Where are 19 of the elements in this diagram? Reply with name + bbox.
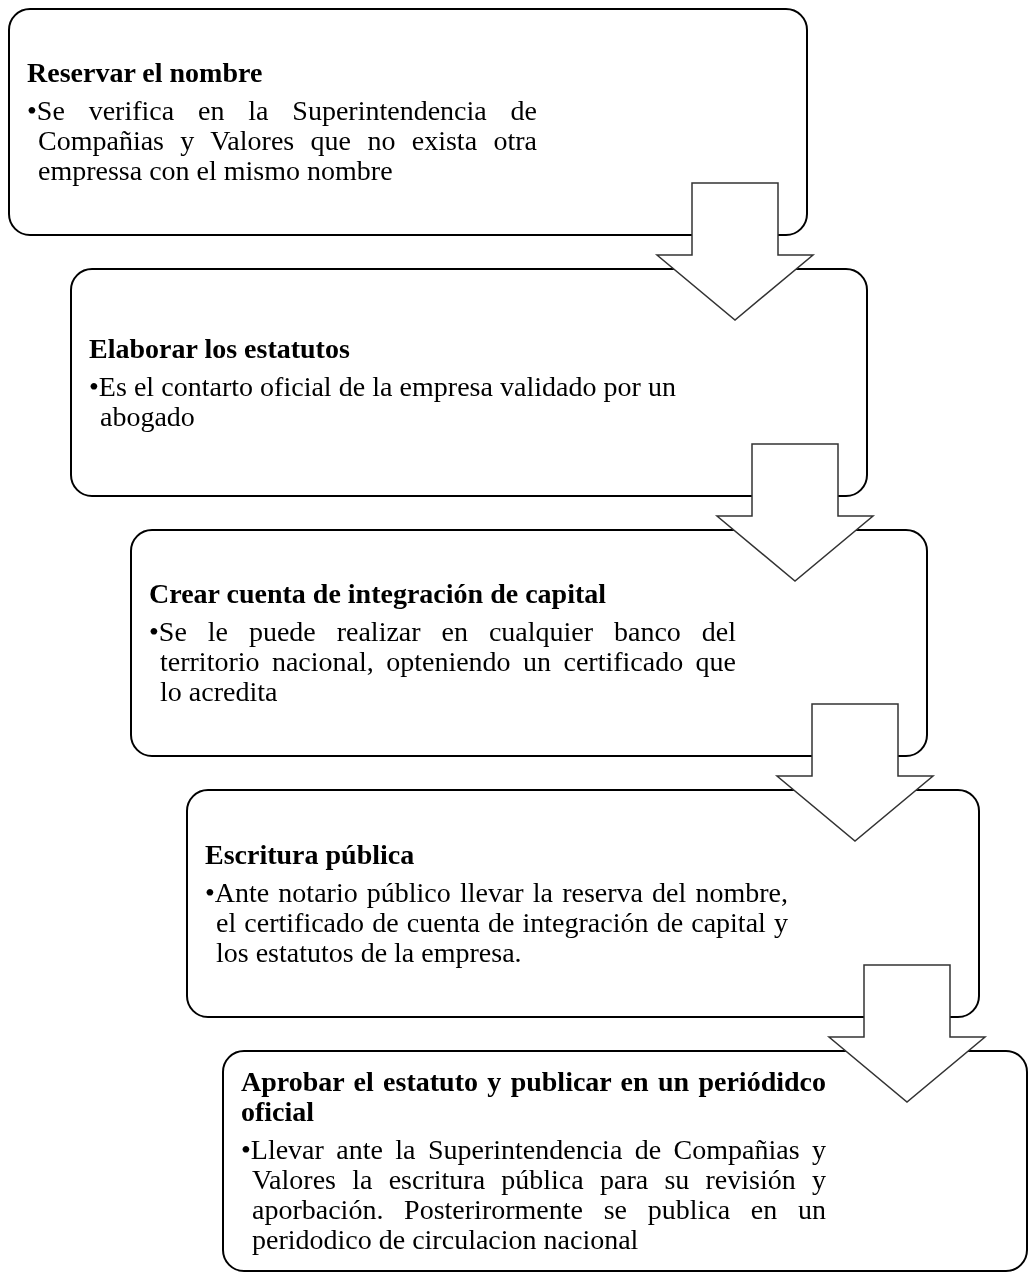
- block-arrow: [654, 182, 816, 321]
- block-arrow: [826, 964, 988, 1103]
- step-heading: Crear cuenta de integración de capital: [149, 579, 607, 609]
- step-description: •Es el contarto oficial de la empresa validado por un abogado: [89, 371, 676, 432]
- step-description: •Ante notario público llevar la reserva del nombre, el certificado de cuenta de integración de capital y los estatutos de la empresa.: [205, 877, 788, 968]
- step-heading: Aprobar el estatuto y publicar en un periódidco oficial: [241, 1067, 826, 1127]
- step-box: [8, 8, 808, 236]
- step-box: [186, 789, 980, 1018]
- step-box: [130, 529, 928, 757]
- step-heading: Escritura pública: [205, 839, 416, 870]
- step-description: •Llevar ante la Superintendencia de Compañias y Valores la escritura pública para su revisión y aporbación. Posterirormente se publica en un peridodico de circulacion nacional: [241, 1135, 826, 1255]
- block-arrow: [774, 703, 936, 842]
- step-description: •Se le puede realizar en cualquier banco del territorio nacional, opteniendo un certificado que lo acredita: [149, 617, 736, 707]
- step-heading: Reservar el nombre: [27, 58, 264, 88]
- step-description: •Se verifica en la Superintendencia de Compañias y Valores que no exista otra empressa con el mismo nombre: [27, 96, 537, 186]
- step-heading: Elaborar los estatutos: [89, 333, 351, 364]
- block-arrow: [714, 443, 876, 582]
- step-box: [222, 1050, 1028, 1272]
- step-box: [70, 268, 868, 497]
